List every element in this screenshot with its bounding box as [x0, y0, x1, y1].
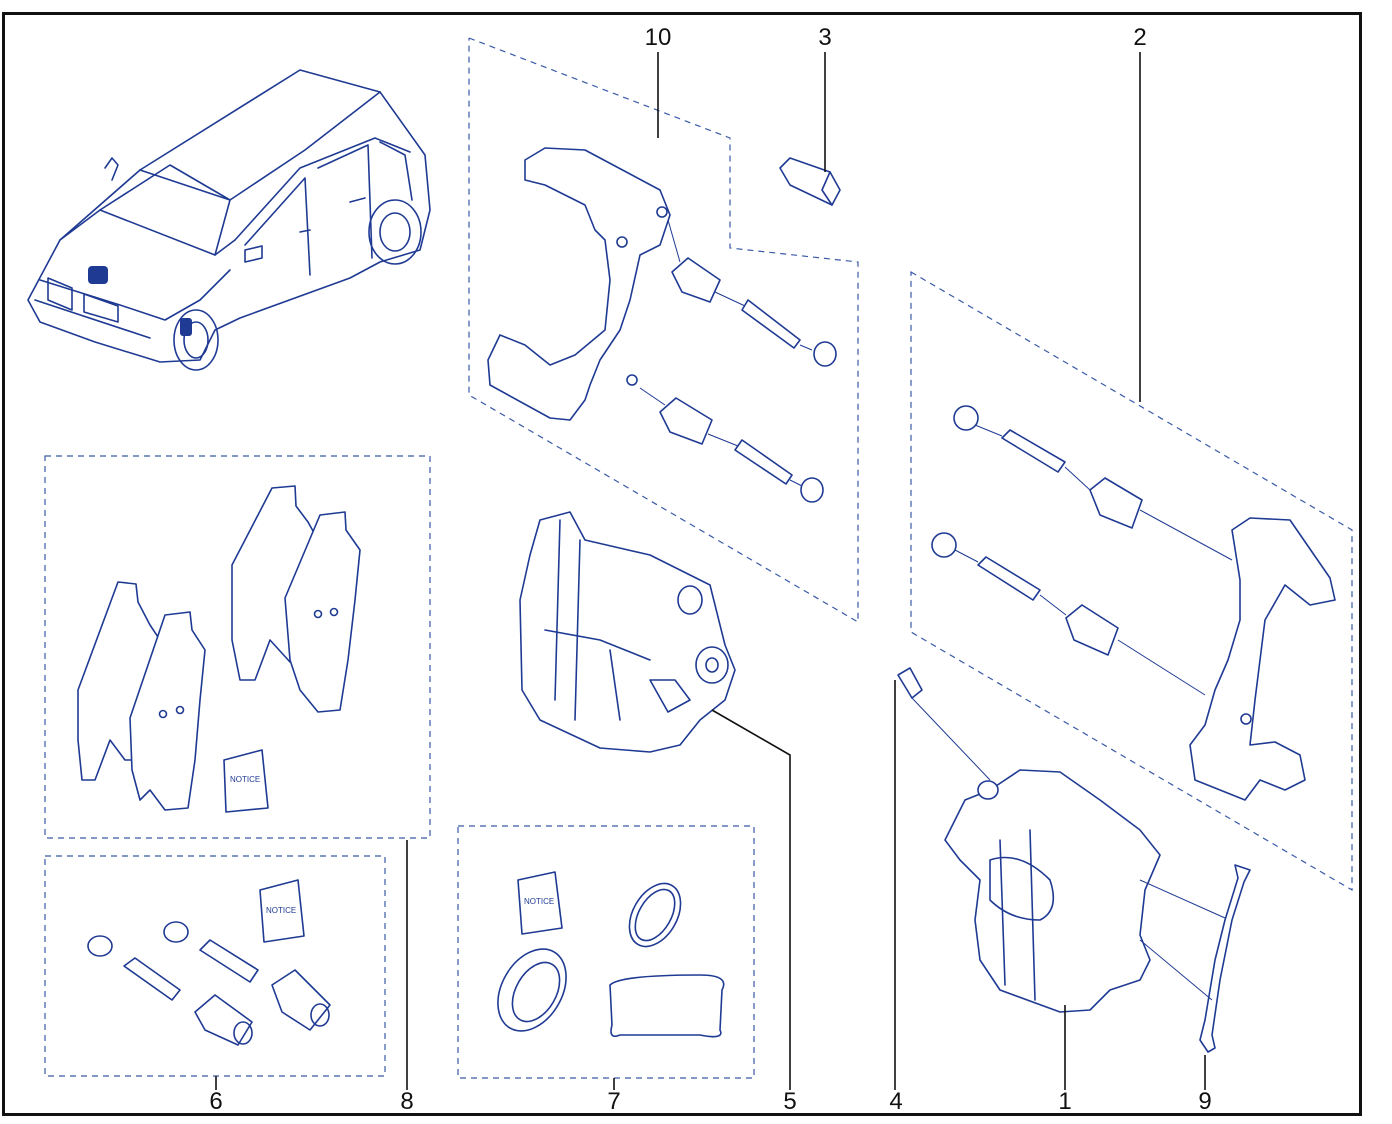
brake-pads [77, 485, 361, 811]
callout-5: 5 [783, 1088, 797, 1115]
callout-4: 4 [889, 1088, 903, 1115]
caliper-right [897, 667, 1251, 1053]
callout-8: 8 [400, 1088, 414, 1115]
caliper-assembly [519, 511, 736, 753]
callout-3: 3 [818, 24, 832, 51]
notice-label-pads: NOTICE [230, 775, 260, 784]
guide-pins-kit-box [44, 855, 386, 1077]
guide-kit-parts: NOTICE [87, 879, 331, 1046]
caliper-location-marker [88, 266, 108, 284]
right-carrier-kit-parts [931, 405, 1336, 801]
seal-kit-parts: NOTICE [497, 871, 725, 1038]
carrier-kit-box [468, 37, 859, 624]
car-illustration [27, 69, 431, 371]
callout-2: 2 [1133, 24, 1147, 51]
notice-booklet-pads: NOTICE [223, 749, 269, 813]
wheel-caliper-marker [180, 318, 192, 336]
notice-label-seal: NOTICE [524, 897, 554, 906]
diagram-frame [2, 12, 1362, 1116]
carrier-kit-box-right [910, 270, 1353, 892]
callout-7: 7 [607, 1088, 621, 1115]
callout-1: 1 [1058, 1088, 1072, 1115]
seal-kit-box [457, 825, 755, 1079]
callout-10: 10 [644, 24, 672, 51]
callout-9: 9 [1198, 1088, 1212, 1115]
brake-pads-kit-box [44, 455, 431, 839]
carrier-kit-parts [487, 147, 841, 503]
leader-lines [215, 52, 1206, 1090]
notice-label-guide: NOTICE [266, 906, 296, 915]
callout-6: 6 [209, 1088, 223, 1115]
